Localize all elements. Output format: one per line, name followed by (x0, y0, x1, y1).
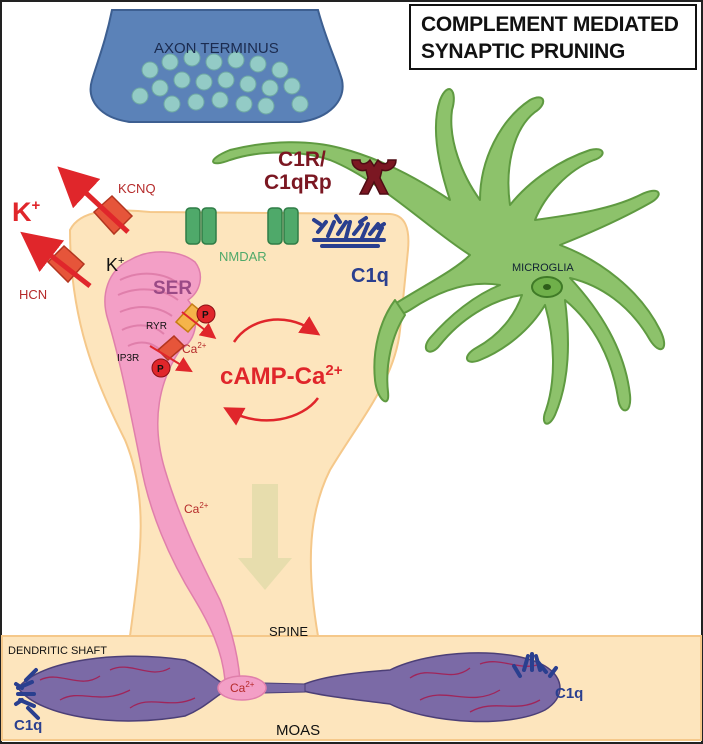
moas-label: MOAS (276, 722, 320, 739)
nmdar-channels (185, 207, 299, 245)
ip3r-label: IP3R (117, 353, 139, 364)
cycle-arrow-bottom (223, 397, 320, 426)
smooth-er (104, 251, 241, 681)
kcnq-label: KCNQ (118, 181, 156, 196)
phospho-ip3r (151, 358, 171, 378)
c1q-top-label: C1q (351, 265, 389, 287)
c1r-label-line1: C1R/ (278, 148, 326, 171)
spine-label: SPINE (269, 624, 308, 639)
p-label-ryr: P (202, 310, 209, 321)
c1q-right-label: C1q (555, 685, 583, 702)
ryr-label: RYR (146, 321, 167, 332)
nmdar-label: NMDAR (219, 249, 267, 264)
title-line-1: COMPLEMENT MEDIATED (421, 13, 679, 36)
ca-label-ryr: Ca2+ (182, 341, 207, 356)
axon-terminus-label: AXON TERMINUS (154, 40, 279, 57)
k-plus-label-big: K+ (12, 197, 41, 227)
dendritic-shaft-label: DENDRITIC SHAFT (8, 645, 107, 657)
c1r-label-line2: C1qRp (264, 171, 332, 194)
microglia-label: MICROGLIA (512, 262, 574, 274)
k-plus-label-small: K+ (106, 255, 124, 275)
mito-cristae (39, 661, 541, 713)
p-label-ip3r: P (157, 364, 164, 375)
title-line-2: SYNAPTIC PRUNING (421, 40, 626, 63)
camp-ca-label: cAMP-Ca2+ (220, 362, 343, 390)
k-efflux-arrow-hcn (20, 231, 92, 288)
microglia-nucleolus (543, 284, 551, 290)
ser-contact-moas (217, 675, 267, 701)
ca-label-ser: Ca2+ (184, 501, 209, 516)
ca-label-moas: Ca2+ (230, 680, 255, 695)
k-efflux-arrow-kcnq (57, 166, 130, 234)
ryr-release-arrow (181, 311, 217, 339)
c1r-receptor (351, 158, 397, 195)
cycle-arrow-top (232, 316, 321, 343)
c1q-cluster-right (512, 652, 558, 678)
synaptic-vesicles (131, 49, 309, 115)
title-box: COMPLEMENT MEDIATED SYNAPTIC PRUNING (409, 4, 697, 70)
mitochondrion-right (299, 652, 561, 723)
ser-folds (117, 272, 181, 351)
downward-flow-arrow (238, 484, 292, 590)
microglia-cell (212, 88, 666, 425)
phospho-ryr (196, 304, 216, 324)
c1q-cluster-top (312, 214, 386, 248)
hcn-label: HCN (19, 287, 47, 302)
ip3r-release-arrow (149, 345, 193, 373)
c1q-cluster-left (14, 668, 40, 720)
ser-label: SER (153, 278, 192, 299)
c1q-left-label: C1q (14, 717, 42, 734)
